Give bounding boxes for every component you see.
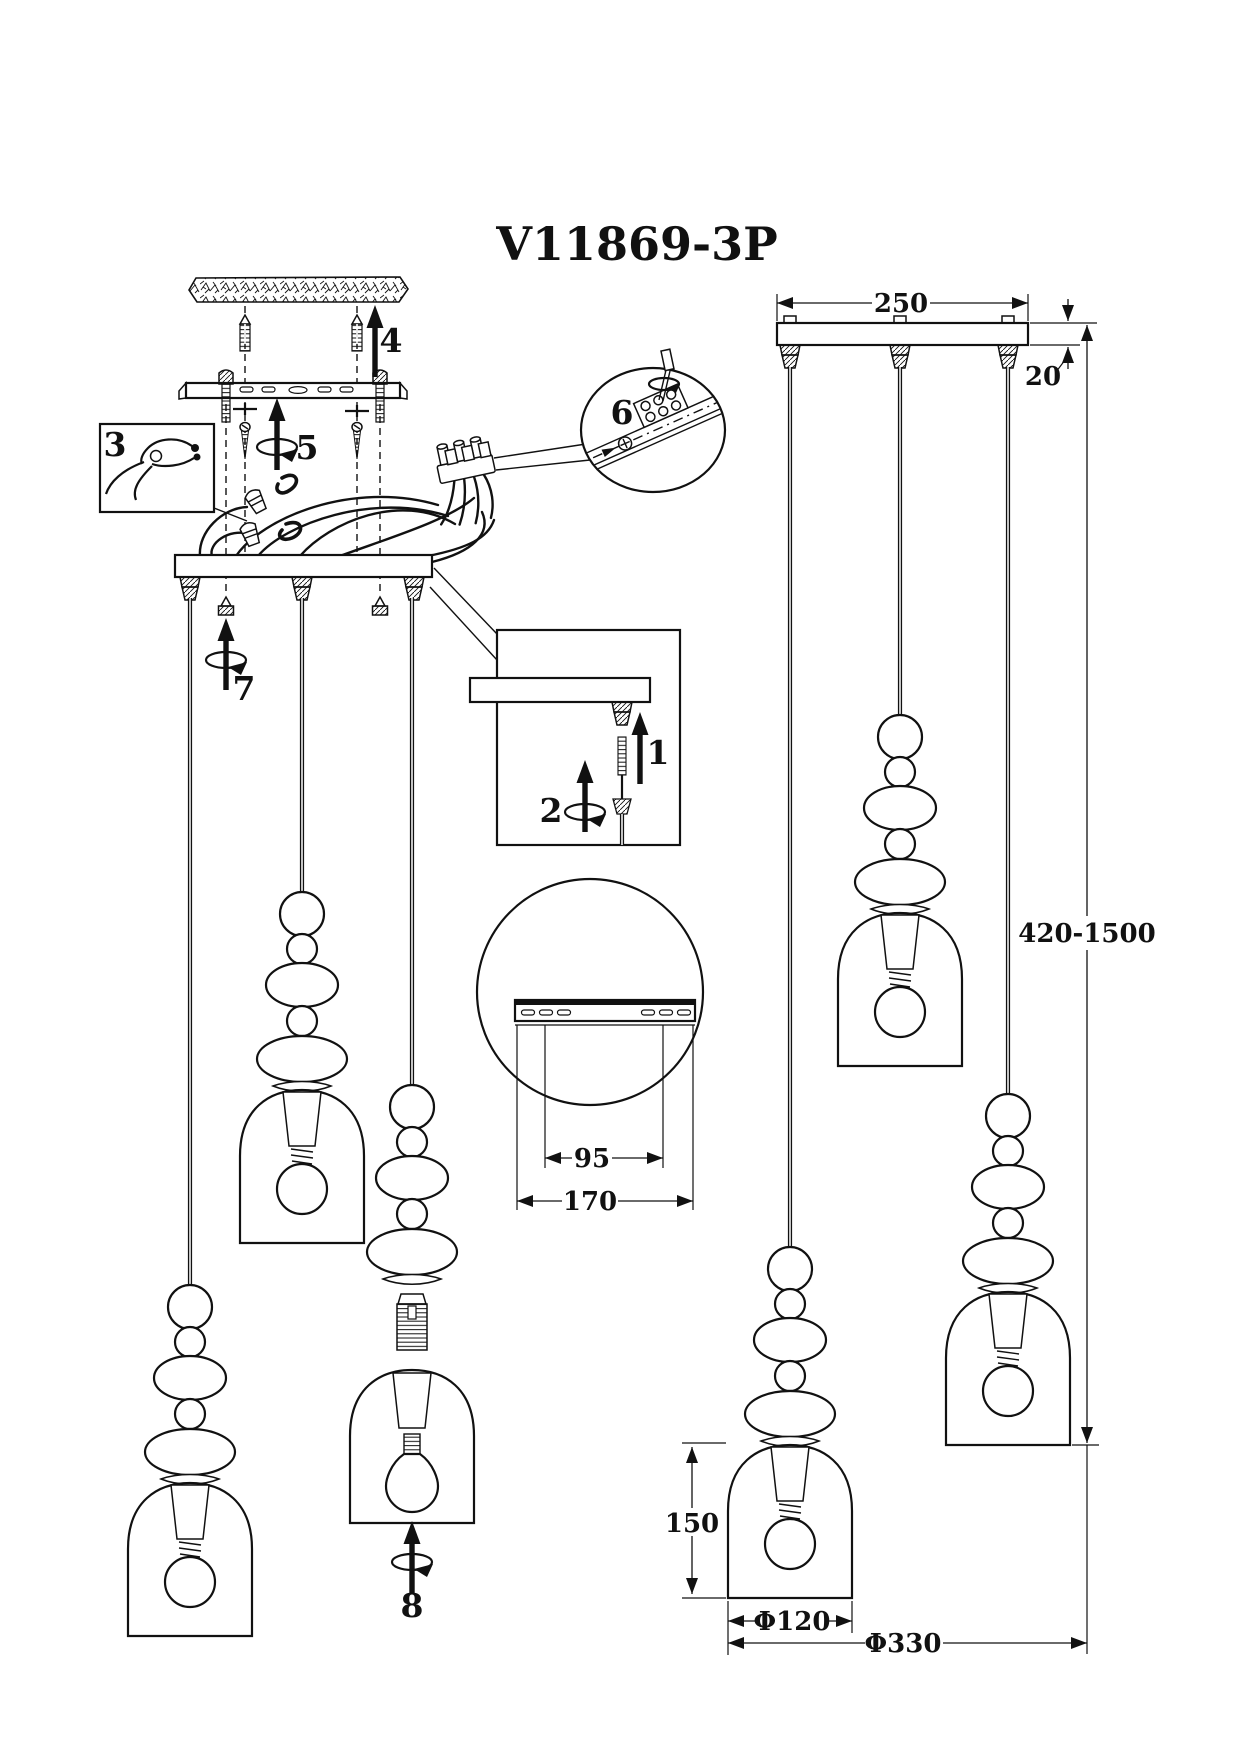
dim-shade-height: 150: [665, 1509, 719, 1539]
terminal-block: [436, 436, 496, 526]
cord-grip: [179, 576, 201, 601]
cord-grip: [889, 344, 911, 369]
canopy-screw-right: [371, 595, 389, 616]
dim-canopy-width: 250: [874, 289, 928, 319]
wood-screw-left: [239, 421, 251, 460]
step-5-arrow: [268, 398, 286, 470]
dim-fixture-diameter: [727, 1630, 1087, 1656]
wire-connector-1: [244, 489, 268, 515]
bracket-screw-right: [372, 369, 388, 423]
pendant-longest: [728, 1247, 852, 1598]
cord-ferrule: [612, 798, 632, 815]
bulb: [384, 1433, 440, 1514]
terminal-detail-balloon: [493, 348, 727, 494]
step-2-label: 2: [540, 791, 563, 830]
step-5-label: 5: [296, 428, 319, 467]
lamp-socket: [396, 1293, 428, 1351]
cord-grip: [997, 344, 1019, 369]
pliers-box: [98, 422, 248, 522]
bracket-screw-left: [218, 369, 234, 423]
step-4-label: 4: [380, 321, 403, 360]
position-marks: [233, 403, 369, 417]
wall-anchor-right: [350, 313, 364, 352]
screwdriver-icon: [647, 348, 681, 402]
pendant-long: [128, 1285, 252, 1636]
bracket-detail-circle: [475, 877, 705, 1214]
cord-grip: [291, 576, 313, 601]
suspension-cords-right: [787, 367, 1011, 1249]
stripped-wire-end: [277, 520, 303, 542]
dim-250: [776, 290, 1029, 321]
dim-shade-diameter-label: Φ120: [754, 1607, 831, 1637]
dim-suspension-range: [1032, 325, 1142, 1654]
pliers-icon: [104, 438, 201, 501]
step-1-label: 1: [647, 733, 670, 772]
cord-sheath: [617, 736, 627, 776]
dim-bracket-hole-spacing: 95: [574, 1144, 610, 1174]
dim-fixture-diameter-label: Φ330: [865, 1629, 942, 1659]
mounting-bracket: [178, 381, 408, 400]
stripped-wire-end: [275, 473, 299, 495]
pendant-middle: [240, 892, 364, 1243]
suspension-cords-left: [187, 598, 415, 1288]
dim-bracket-length: 170: [563, 1187, 617, 1217]
step-8-label: 8: [401, 1586, 424, 1625]
dim-shade-diameter: [727, 1601, 853, 1634]
pebble-stack: [365, 1083, 459, 1286]
pendant-medium: [946, 1094, 1070, 1445]
step-8-arrow: [403, 1521, 421, 1593]
canopy-wires: [198, 473, 496, 564]
wire-connector-2: [239, 522, 261, 548]
mounting-rail-detail: [582, 383, 724, 479]
dim-canopy-thickness: 20: [1025, 362, 1061, 392]
step-7-label: 7: [233, 669, 256, 708]
canopy-screw-left: [217, 595, 235, 616]
dim-150: [667, 1442, 726, 1599]
ceiling-surface: [188, 276, 409, 303]
step-3-label: 3: [104, 425, 127, 464]
canopy-cross-section: [468, 676, 652, 704]
dim-suspension-range-label: 420-1500: [1018, 919, 1155, 949]
canopy-right: [775, 315, 1030, 347]
step-6-label: 6: [611, 393, 634, 432]
model-title: V11869-3P: [495, 217, 777, 271]
cord-grip-detail-box: [429, 567, 682, 847]
canopy-left: [173, 553, 434, 579]
wood-screw-right: [351, 421, 363, 460]
glass-shade-exploded: [348, 1368, 476, 1525]
cord-grip: [403, 576, 425, 601]
dim-20: [1030, 299, 1097, 373]
pendant-short: [838, 715, 962, 1066]
cord-grip: [779, 344, 801, 369]
wall-anchor-left: [238, 313, 252, 352]
